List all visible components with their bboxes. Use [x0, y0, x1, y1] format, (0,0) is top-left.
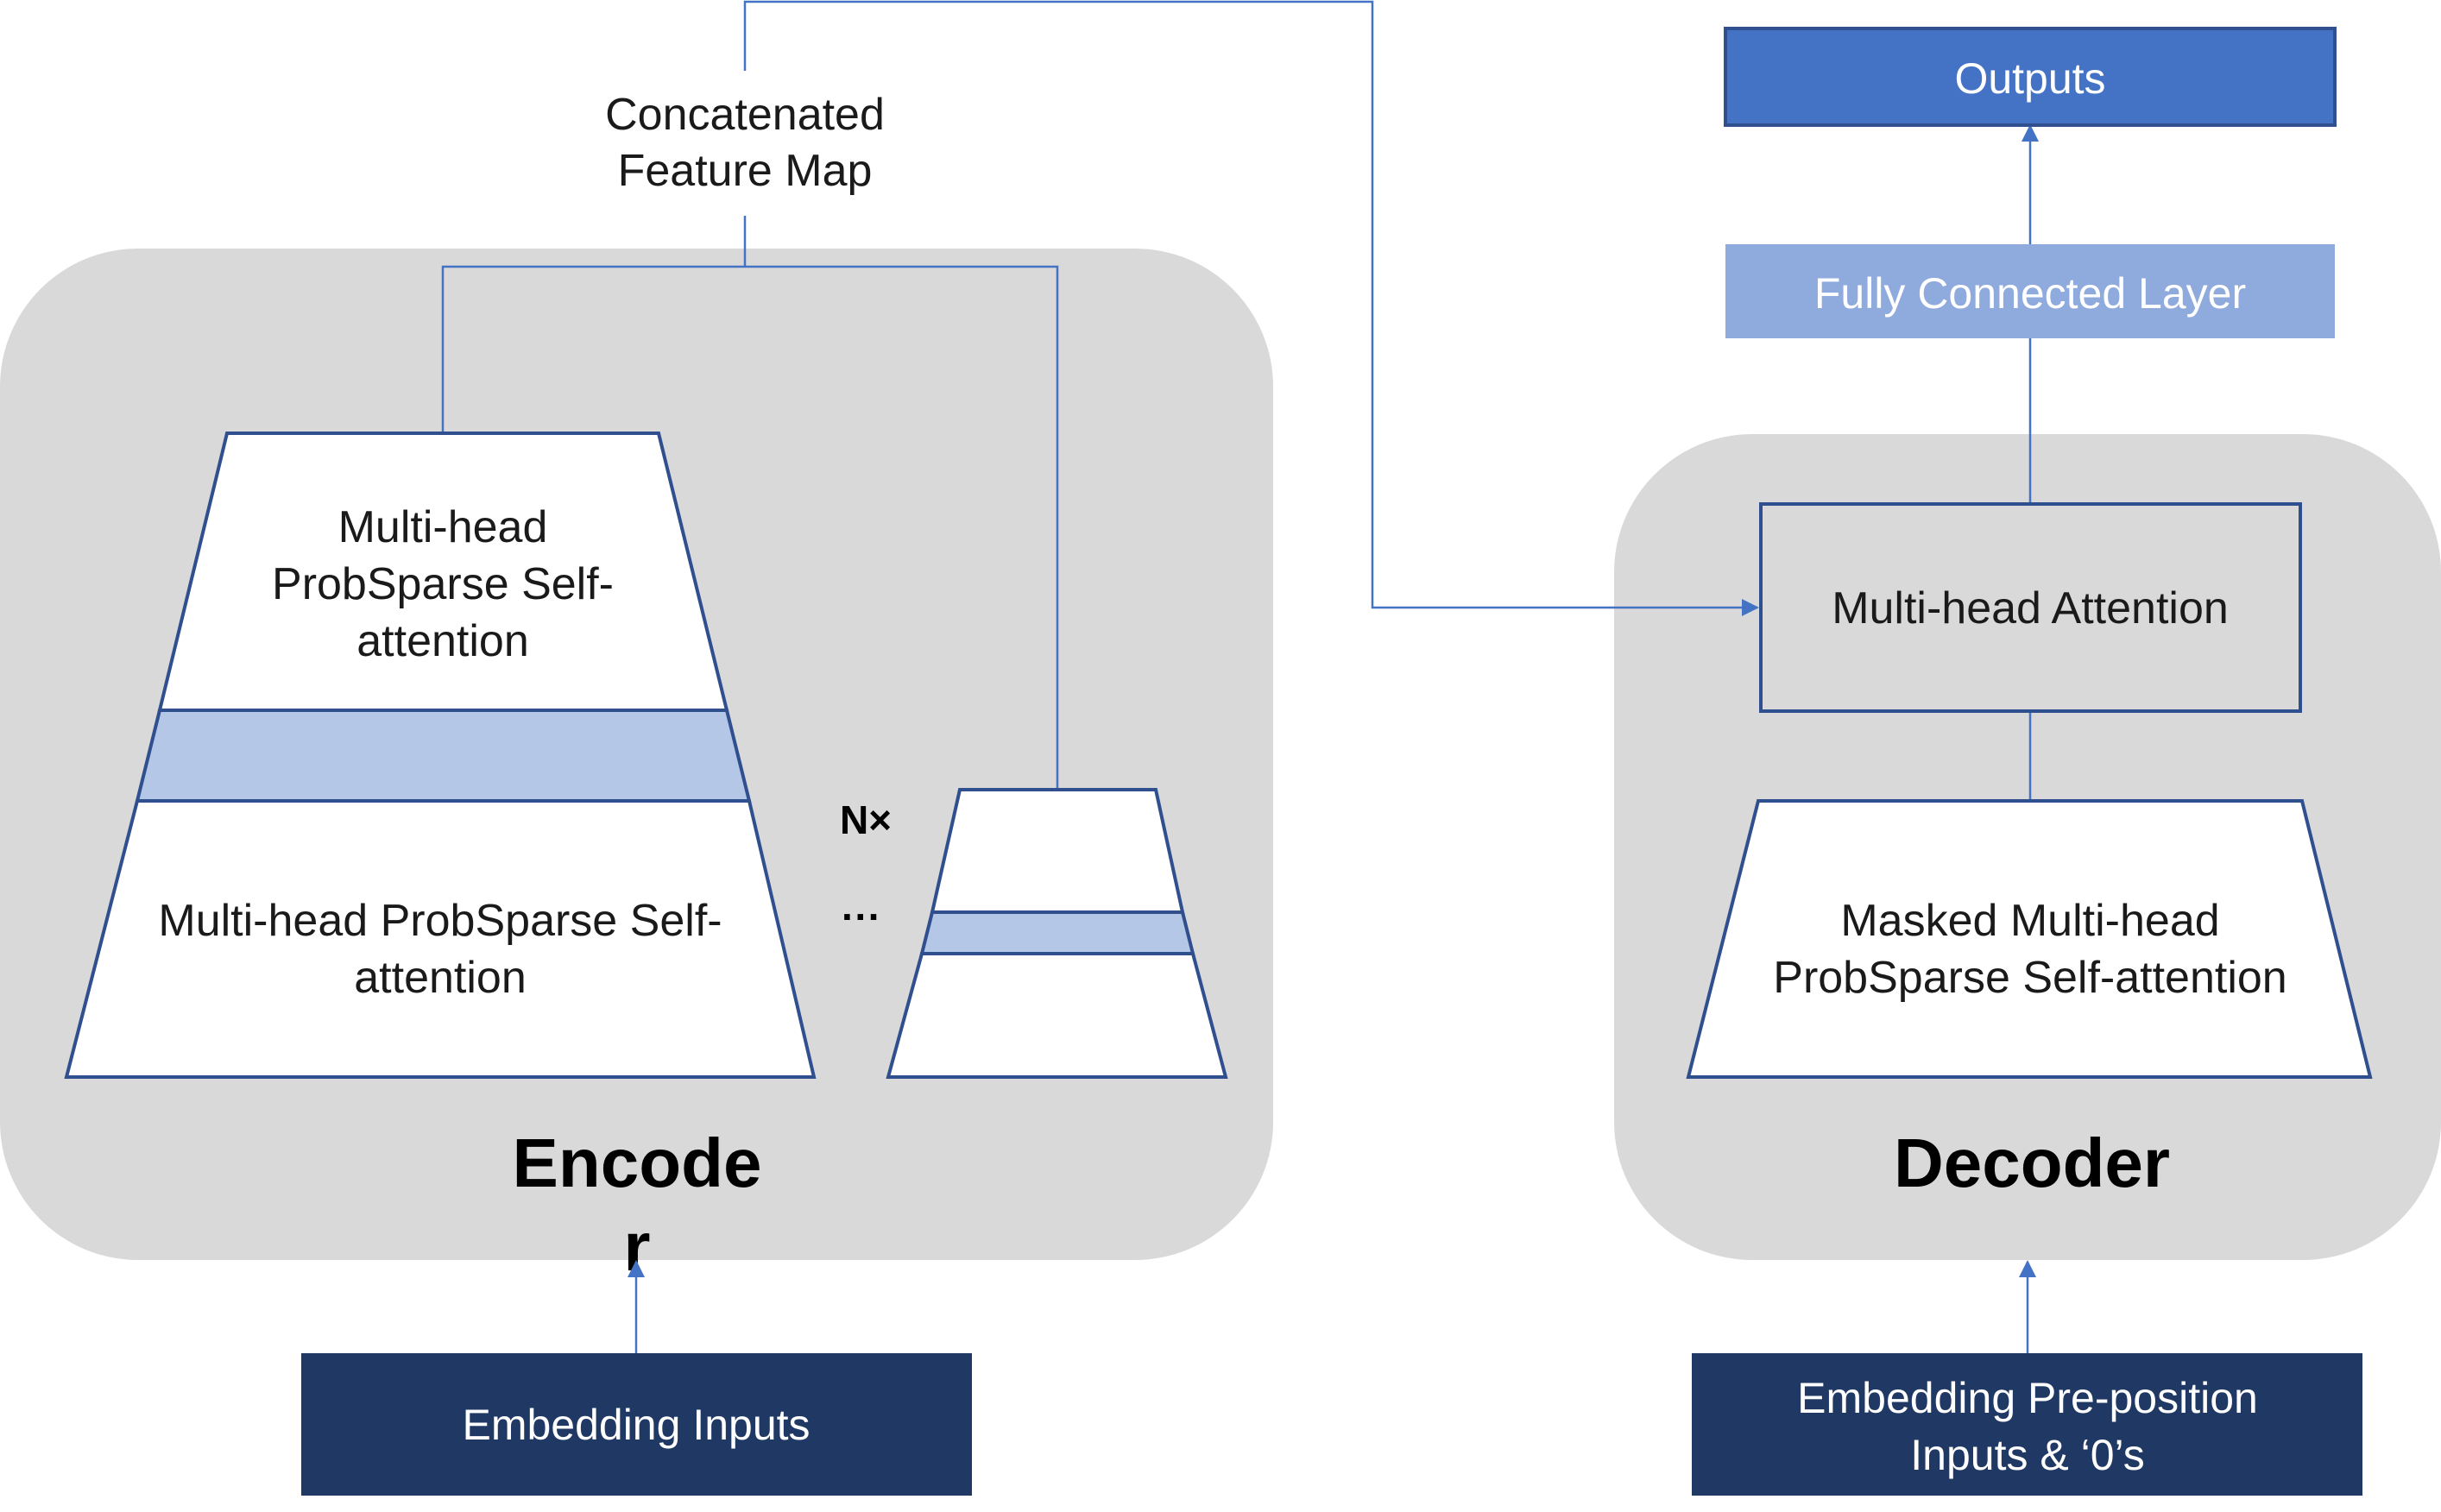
encoder-small-top-trapezoid: [930, 788, 1185, 914]
decoder-input-box: [1692, 1353, 2362, 1496]
encoder-top-label-line3: attention: [356, 616, 529, 666]
concat-label-line1: Concatenated: [605, 90, 885, 140]
encoder-small-stack: [886, 788, 1228, 1079]
concat-label-line2: Feature Map: [618, 146, 873, 196]
decoder-input-label-line2: Inputs & ‘0’s: [1910, 1431, 2144, 1479]
decoder-attention-label: Multi-head Attention: [1832, 583, 2229, 633]
encoder-input-label: Embedding Inputs: [462, 1401, 810, 1449]
fully-connected-layer-label: Fully Connected Layer: [1814, 269, 2246, 318]
encoder-small-band: [919, 910, 1195, 955]
encoder-input-box: [301, 1353, 972, 1496]
encoder-bottom-label-line2: attention: [354, 953, 527, 1003]
decoder-input-label-line1: Embedding Pre-position: [1797, 1374, 2258, 1422]
fully-connected-layer-box: [1725, 244, 2335, 338]
encoder-to-decoder-connector: [743, 0, 1759, 616]
encoder-connectors: [441, 0, 1759, 790]
decoder-attention-box: [1759, 502, 2302, 713]
encoder-concat-connector: [441, 265, 1059, 790]
outputs-label: Outputs: [1954, 54, 2105, 103]
encoder-title-line1: Encode: [513, 1125, 762, 1201]
ellipsis-label: ···: [842, 894, 881, 939]
encoder-big-stack: Multi-head ProbSparse Self- attention Mu…: [64, 432, 817, 1079]
encoder-big-bottom-trapezoid: [64, 799, 817, 1079]
encoder-bottom-label-line1: Multi-head ProbSparse Self-: [158, 896, 722, 946]
outputs-box: [1724, 27, 2337, 127]
repeat-label: N×: [840, 797, 892, 842]
decoder-masked-label-line2: ProbSparse Self-attention: [1773, 953, 2286, 1003]
decoder-title: Decoder: [1894, 1125, 2170, 1201]
decoder-connectors: [2019, 124, 2039, 1353]
decoder-masked-trapezoid: [1686, 799, 2373, 1079]
encoder-top-label-line1: Multi-head: [338, 502, 548, 552]
encoder-big-band: [135, 709, 752, 803]
encoder-small-bottom-trapezoid: [886, 952, 1228, 1079]
decoder-masked-label-line1: Masked Multi-head: [1840, 896, 2219, 946]
encoder-top-label-line2: ProbSparse Self-: [272, 559, 614, 609]
